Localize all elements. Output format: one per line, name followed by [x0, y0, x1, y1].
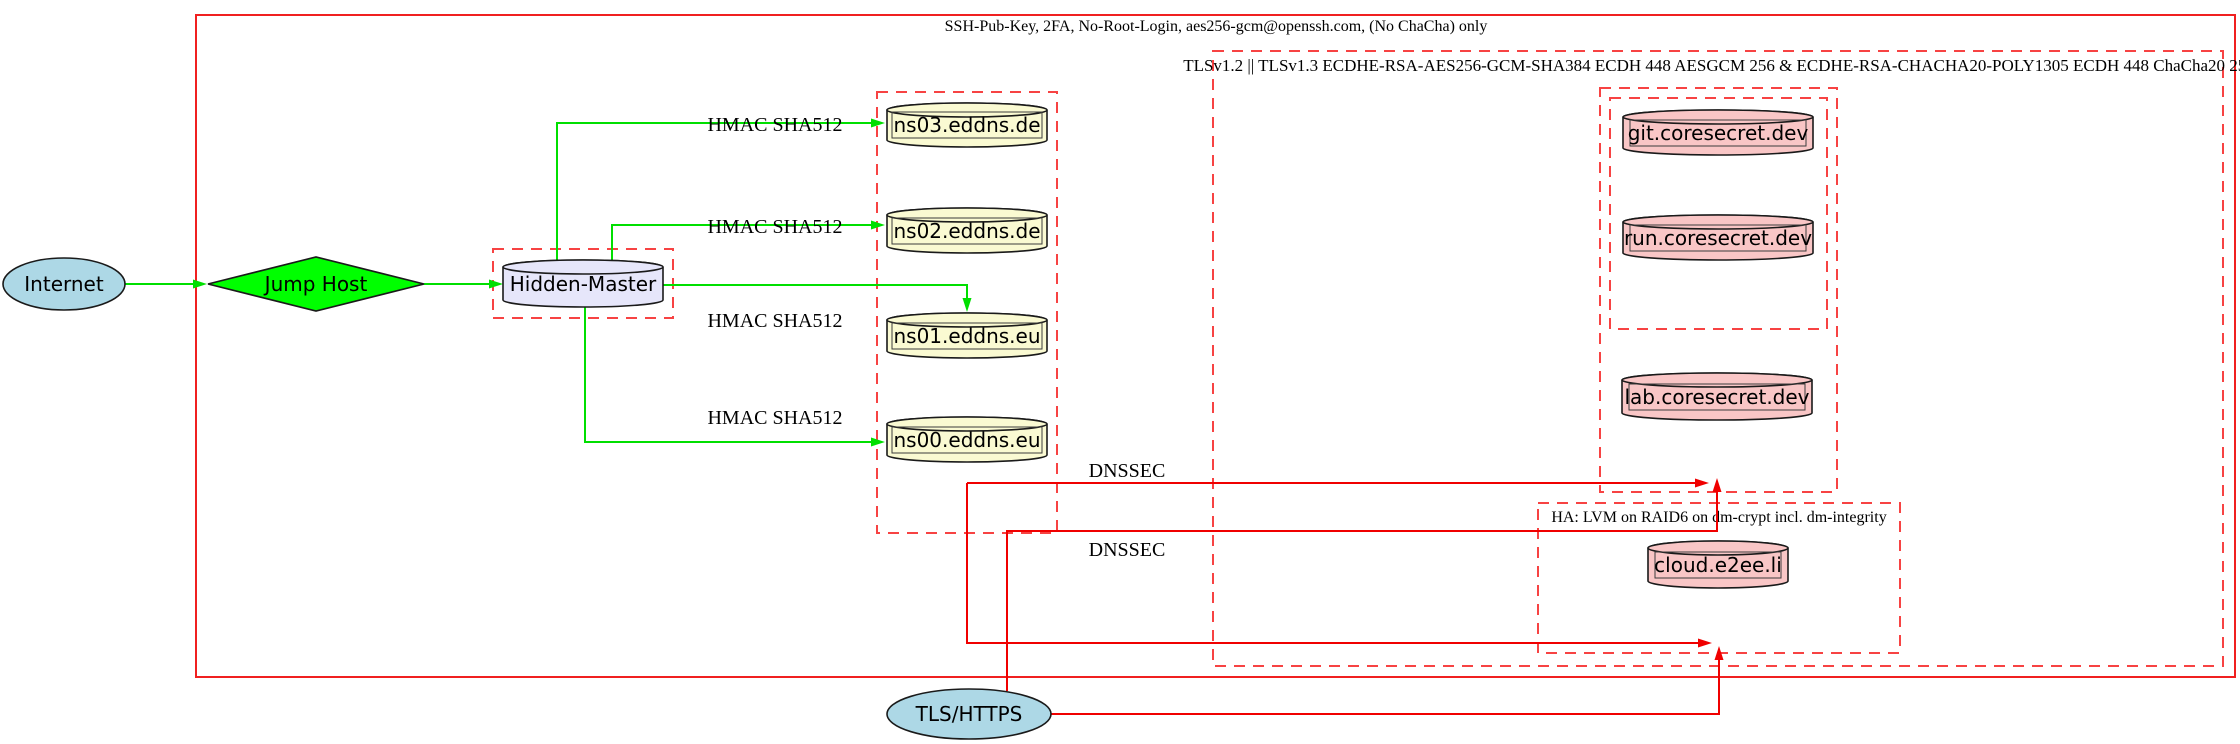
node-cloud: cloud.e2ee.li — [1647, 540, 1789, 589]
ns01-label-box — [891, 322, 1043, 350]
arrowhead-icon — [871, 118, 885, 128]
jump-host-label: Jump Host — [263, 272, 368, 296]
edge-hiddenmaster-to-ns03 — [556, 122, 872, 260]
node-ns01: ns01.eddns.eu — [886, 312, 1048, 359]
run-label-box — [1629, 224, 1807, 252]
ns03-cylinder-rim — [886, 102, 1048, 118]
ns03-label: ns03.eddns.de — [893, 113, 1040, 137]
internet-label: Internet — [24, 272, 104, 296]
cloud-label: cloud.e2ee.li — [1654, 553, 1782, 577]
run-label: run.coresecret.dev — [1624, 226, 1812, 250]
ssh-zone-label: SSH-Pub-Key, 2FA, No-Root-Login, aes256-… — [945, 18, 1488, 35]
edge-hiddenmaster-to-ns00 — [584, 307, 872, 443]
ns00-label-box — [891, 426, 1043, 454]
node-tls-https: TLS/HTTPS — [886, 688, 1052, 740]
edge-label-hmac-ns01: HMAC SHA512 — [707, 310, 842, 332]
edge-dnssec-to-ha — [966, 483, 1699, 644]
tls-https-label: TLS/HTTPS — [915, 702, 1023, 726]
cluster-ssh-zone-box — [195, 14, 2236, 678]
ns01-label: ns01.eddns.eu — [893, 324, 1040, 348]
cluster-coresecret-inner-box — [1609, 97, 1828, 330]
edge-label-dnssec-1: DNSSEC — [1089, 460, 1166, 482]
ns02-label-box — [891, 217, 1043, 245]
cloud-label-box — [1654, 551, 1782, 579]
internet-ellipse — [2, 257, 126, 311]
git-label: git.coresecret.dev — [1628, 121, 1809, 145]
edge-hiddenmaster-to-ns02 — [611, 224, 872, 260]
git-label-box — [1629, 119, 1807, 147]
tls-https-ellipse — [886, 688, 1052, 740]
ns00-label: ns00.eddns.eu — [893, 428, 1040, 452]
node-internet: Internet — [2, 257, 126, 311]
cluster-coresecret-outer-box — [1599, 87, 1838, 493]
hidden-master-cylinder-rim — [502, 259, 664, 275]
arrowhead-icon — [1698, 638, 1712, 648]
arrowhead-icon — [1695, 478, 1709, 488]
node-jump-host: Jump Host — [207, 256, 425, 312]
hidden-master-label: Hidden-Master — [510, 272, 657, 296]
arrowhead-icon — [1714, 646, 1724, 660]
edge-label-hmac-ns02: HMAC SHA512 — [707, 216, 842, 238]
ns02-label: ns02.eddns.de — [893, 219, 1040, 243]
lab-label: lab.coresecret.dev — [1624, 385, 1809, 409]
arrowhead-icon — [962, 298, 972, 312]
edge-tlshttps-to-ha — [1051, 659, 1720, 715]
arrowhead-icon — [489, 279, 503, 289]
lab-label-box — [1628, 383, 1806, 411]
edge-label-dnssec-2: DNSSEC — [1089, 539, 1166, 561]
edge-label-hmac-ns03: HMAC SHA512 — [707, 114, 842, 136]
arrowhead-icon — [871, 220, 885, 230]
node-hidden-master: Hidden-Master — [502, 259, 664, 308]
ha-zone-label: HA: LVM on RAID6 on dm-crypt incl. dm-in… — [1551, 509, 1886, 526]
node-git: git.coresecret.dev — [1622, 109, 1814, 156]
node-ns02: ns02.eddns.de — [886, 207, 1048, 254]
arrowhead-icon — [193, 279, 207, 289]
edge-tlshttps-to-coresecret — [1006, 491, 1718, 691]
ns03-label-box — [891, 111, 1043, 139]
arrowhead-icon — [1712, 478, 1722, 492]
edge-hiddenmaster-to-ns01 — [663, 284, 968, 299]
node-run: run.coresecret.dev — [1622, 214, 1814, 261]
tls-zone-label: TLSv1.2 || TLSv1.3 ECDHE-RSA-AES256-GCM-… — [1183, 56, 2240, 75]
node-ns00: ns00.eddns.eu — [886, 416, 1048, 463]
edge-label-hmac-ns00: HMAC SHA512 — [707, 407, 842, 429]
arrowhead-icon — [871, 437, 885, 447]
node-ns03: ns03.eddns.de — [886, 102, 1048, 148]
jump-host-diamond — [207, 256, 425, 312]
node-lab: lab.coresecret.dev — [1621, 372, 1813, 421]
